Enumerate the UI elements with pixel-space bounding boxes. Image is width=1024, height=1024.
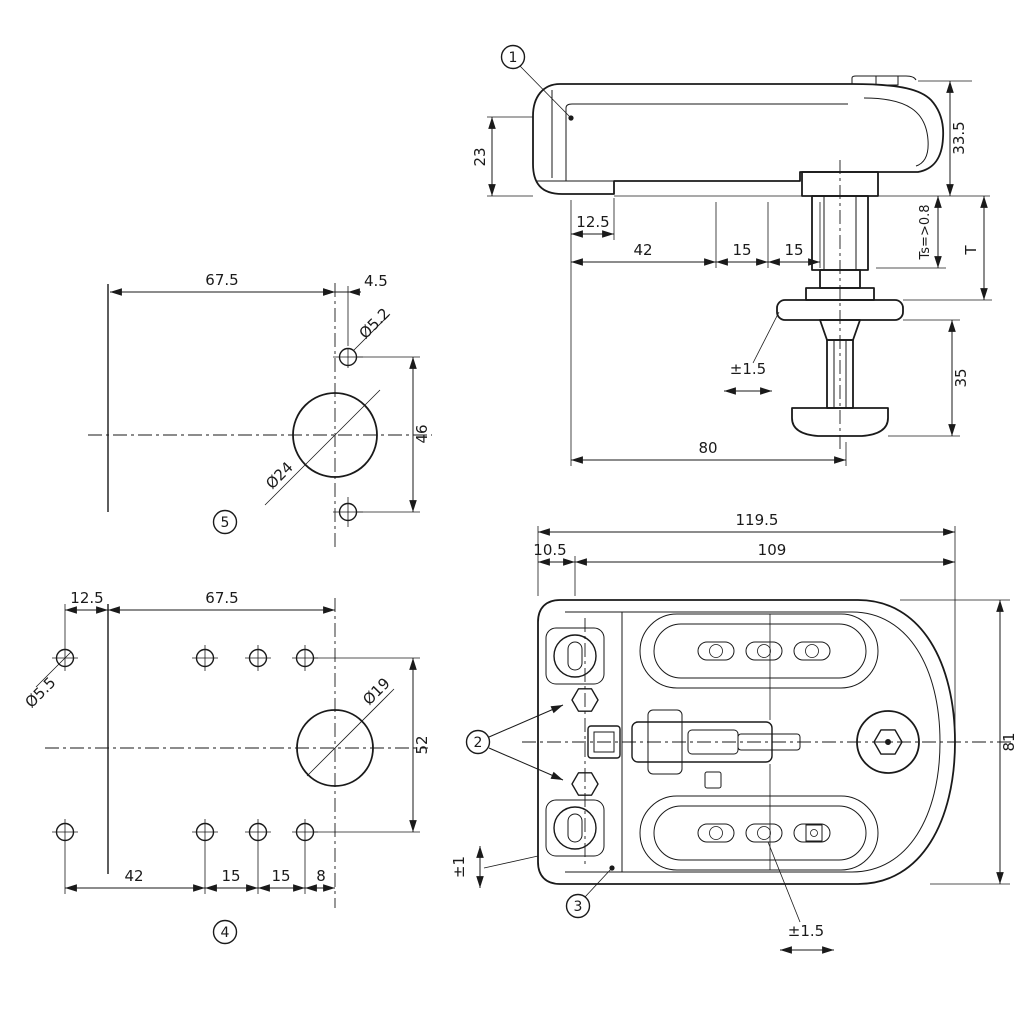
label-dia-19: Ø19 <box>359 674 394 709</box>
float-pm1-5: ±1.5 <box>788 922 824 940</box>
cam-shaft-mechanism <box>631 709 801 789</box>
dim-109: 109 <box>758 541 787 559</box>
balloon-2: 2 <box>465 704 564 781</box>
cam-plate-top <box>639 613 879 689</box>
dim-10-5: 10.5 <box>533 541 566 559</box>
dim-33-5: 33.5 <box>950 121 968 154</box>
dim-top-lines <box>64 604 335 645</box>
balloon-3: 3 <box>565 865 615 919</box>
threaded-shaft <box>811 195 869 271</box>
mount-boss-top <box>545 627 605 685</box>
dim-33-5-lines <box>918 80 972 196</box>
balloon-1-label: 1 <box>509 50 518 66</box>
housing-inner-detail <box>537 75 929 182</box>
balloon-5-label: 5 <box>221 515 230 531</box>
dim-chain-lines <box>571 202 821 268</box>
dim-15-a: 15 <box>732 241 751 259</box>
dim-4-5: 4.5 <box>364 272 388 290</box>
hole-24 <box>264 389 381 506</box>
mount-boss-bottom <box>545 799 605 857</box>
dim-12-5: 12.5 <box>70 589 103 607</box>
dim-23-lines <box>487 116 533 197</box>
hex-screw-top <box>571 688 599 712</box>
dim-119-5: 119.5 <box>736 511 779 529</box>
back-view: 119.5 10.5 109 81 2 ±1 3 <box>450 511 1018 954</box>
float-h-lines <box>767 841 834 954</box>
dim-10-5-109-lines <box>538 556 955 596</box>
dim-23: 23 <box>471 147 489 166</box>
balloon-1: 1 <box>500 44 574 121</box>
dim-42: 42 <box>124 867 143 885</box>
dim-67-5: 67.5 <box>205 589 238 607</box>
float-annotation-lines <box>724 311 780 395</box>
lock-hub <box>856 710 920 774</box>
cam-plate-bottom <box>639 795 879 871</box>
dim-80: 80 <box>698 439 717 457</box>
drill-pattern-view-5: Ø5.2 Ø24 67.5 4.5 46 5 <box>88 271 432 548</box>
label-dia-24: Ø24 <box>262 458 297 493</box>
dim-35-lines <box>888 319 960 437</box>
dim-80-lines <box>571 442 847 466</box>
float-pm1: ±1 <box>450 856 468 878</box>
hole-row-top <box>52 645 318 671</box>
drill-pattern-view-4: Ø5.5 Ø19 12.5 67.5 52 <box>21 589 431 945</box>
dim-35: 35 <box>952 368 970 387</box>
dim-52: 52 <box>413 735 431 754</box>
dim-67-5: 67.5 <box>205 271 238 289</box>
dim-42: 42 <box>633 241 652 259</box>
dim-46-lines <box>357 356 420 513</box>
hole-row-bottom <box>52 819 318 845</box>
dim-ts-lines <box>876 196 946 269</box>
dim-15-b: 15 <box>784 241 803 259</box>
body-outline <box>537 599 956 885</box>
balloon-2-label: 2 <box>474 735 483 751</box>
pawl <box>791 407 889 437</box>
latch-housing-outline <box>532 83 945 195</box>
center-square-boss <box>587 725 621 759</box>
dim-81-lines <box>900 599 1010 885</box>
dim-bottom-chain-lines <box>64 845 335 894</box>
balloon-4: 4 <box>212 919 238 945</box>
balloon-3-label: 3 <box>574 899 583 915</box>
dim-52-lines <box>314 657 420 833</box>
dim-ts: Ts=>0.8 <box>918 204 933 260</box>
dim-t-lines <box>903 196 992 301</box>
float-v-lines <box>476 846 539 888</box>
dim-15-a: 15 <box>221 867 240 885</box>
dim-t: T <box>962 245 980 256</box>
dim-81: 81 <box>1000 732 1018 751</box>
hex-screw-bottom <box>571 772 599 796</box>
float-1-5: ±1.5 <box>730 360 766 378</box>
hole-19 <box>296 688 395 787</box>
dia-5-5-leader <box>35 651 72 688</box>
dim-12-5: 12.5 <box>576 213 609 231</box>
dim-8: 8 <box>316 867 326 885</box>
label-dia-5-5: Ø5.5 <box>21 673 59 711</box>
dim-46: 46 <box>413 424 431 443</box>
side-view: 23 33.5 Ts=>0.8 T 35 12.5 <box>471 44 992 466</box>
dim-15-b: 15 <box>271 867 290 885</box>
balloon-4-label: 4 <box>221 925 230 941</box>
dim-12-5-lines <box>570 198 615 466</box>
balloon-5: 5 <box>212 509 238 535</box>
label-dia-5-2: Ø5.2 <box>355 304 393 342</box>
